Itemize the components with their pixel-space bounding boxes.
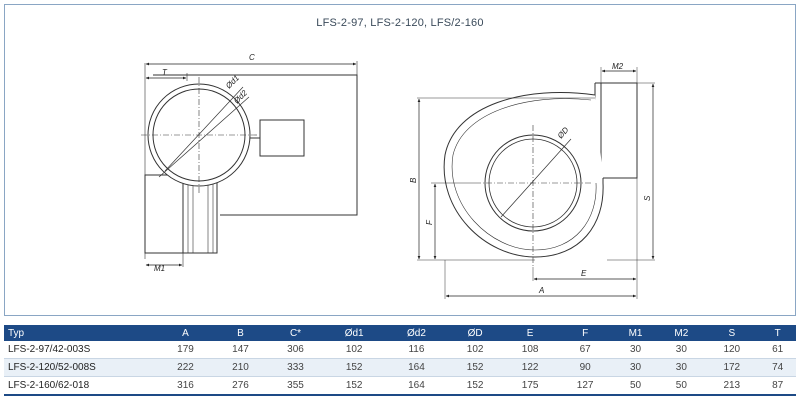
col-header-d2: Ød2: [385, 325, 448, 341]
cell-m2: 50: [658, 376, 705, 396]
dim-label-T: T: [162, 68, 168, 77]
cell-e: 175: [502, 376, 558, 396]
cell-s: 120: [704, 341, 760, 359]
cell-s: 172: [704, 358, 760, 377]
drawing-title: LFS-2-97, LFS-2-120, LFS/2-160: [316, 17, 484, 29]
cell-f: 127: [557, 376, 613, 396]
dim-label-d1: Ød1: [223, 73, 241, 91]
cell-d2: 164: [385, 358, 448, 377]
cell-typ: LFS-2-97/42-003S: [4, 341, 158, 359]
col-header-e: E: [502, 325, 558, 341]
front-view-dimensions: [417, 69, 655, 298]
cell-a: 316: [158, 376, 213, 396]
cell-typ: LFS-2-160/62-018: [4, 376, 158, 396]
dim-label-C: C: [249, 53, 255, 62]
cell-b: 147: [213, 341, 268, 359]
cell-d1: 152: [323, 358, 386, 377]
cell-b: 210: [213, 358, 268, 377]
technical-drawing: C T Ød1 Ød2 M1: [141, 53, 655, 299]
side-view-dimensions: [145, 62, 357, 267]
dimensions-table: Typ A B C* Ød1 Ød2 ØD E F M1 M2 S T LFS-…: [4, 325, 796, 396]
cell-m1: 30: [612, 358, 659, 377]
cell-f: 90: [557, 358, 613, 377]
dim-label-F: F: [425, 219, 434, 225]
cell-d1: 102: [323, 341, 386, 359]
dim-label-B: B: [409, 177, 418, 183]
table-row: LFS-2-120/52-008S 222 210 333 152 164 15…: [4, 358, 796, 377]
side-view: [141, 61, 358, 267]
cell-a: 222: [158, 358, 213, 377]
technical-drawing-panel: LFS-2-97, LFS-2-120, LFS/2-160: [4, 4, 796, 316]
front-view: [417, 67, 655, 299]
cell-d: 152: [447, 358, 503, 377]
cell-typ: LFS-2-120/52-008S: [4, 358, 158, 377]
col-header-a: A: [158, 325, 213, 341]
dim-label-E: E: [581, 269, 587, 278]
cell-s: 213: [704, 376, 760, 396]
table-header-row: Typ A B C* Ød1 Ød2 ØD E F M1 M2 S T: [4, 325, 796, 341]
cell-c: 306: [268, 341, 323, 359]
cell-t: 74: [759, 358, 796, 377]
col-header-typ: Typ: [4, 325, 158, 341]
cell-m2: 30: [658, 341, 705, 359]
cell-d1: 152: [323, 376, 386, 396]
col-header-s: S: [704, 325, 760, 341]
dim-label-S: S: [643, 195, 652, 201]
cell-a: 179: [158, 341, 213, 359]
col-header-f: F: [557, 325, 613, 341]
col-header-t: T: [759, 325, 796, 341]
dim-label-A: A: [538, 286, 544, 295]
cell-d2: 116: [385, 341, 448, 359]
dim-label-M1: M1: [154, 264, 165, 273]
cell-e: 108: [502, 341, 558, 359]
cell-m1: 30: [612, 341, 659, 359]
cell-t: 87: [759, 376, 796, 396]
col-header-m2: M2: [658, 325, 705, 341]
col-header-d: ØD: [447, 325, 503, 341]
col-header-m1: M1: [612, 325, 659, 341]
col-header-c: C*: [268, 325, 323, 341]
cell-b: 276: [213, 376, 268, 396]
cell-m2: 30: [658, 358, 705, 377]
table-row: LFS-2-97/42-003S 179 147 306 102 116 102…: [4, 341, 796, 359]
cell-m1: 50: [612, 376, 659, 396]
col-header-b: B: [213, 325, 268, 341]
cell-d: 102: [447, 341, 503, 359]
table-row: LFS-2-160/62-018 316 276 355 152 164 152…: [4, 376, 796, 396]
dim-label-M2: M2: [612, 62, 624, 71]
cell-e: 122: [502, 358, 558, 377]
cell-c: 333: [268, 358, 323, 377]
col-header-d1: Ød1: [323, 325, 386, 341]
cell-f: 67: [557, 341, 613, 359]
cell-d: 152: [447, 376, 503, 396]
cell-c: 355: [268, 376, 323, 396]
cell-t: 61: [759, 341, 796, 359]
cell-d2: 164: [385, 376, 448, 396]
